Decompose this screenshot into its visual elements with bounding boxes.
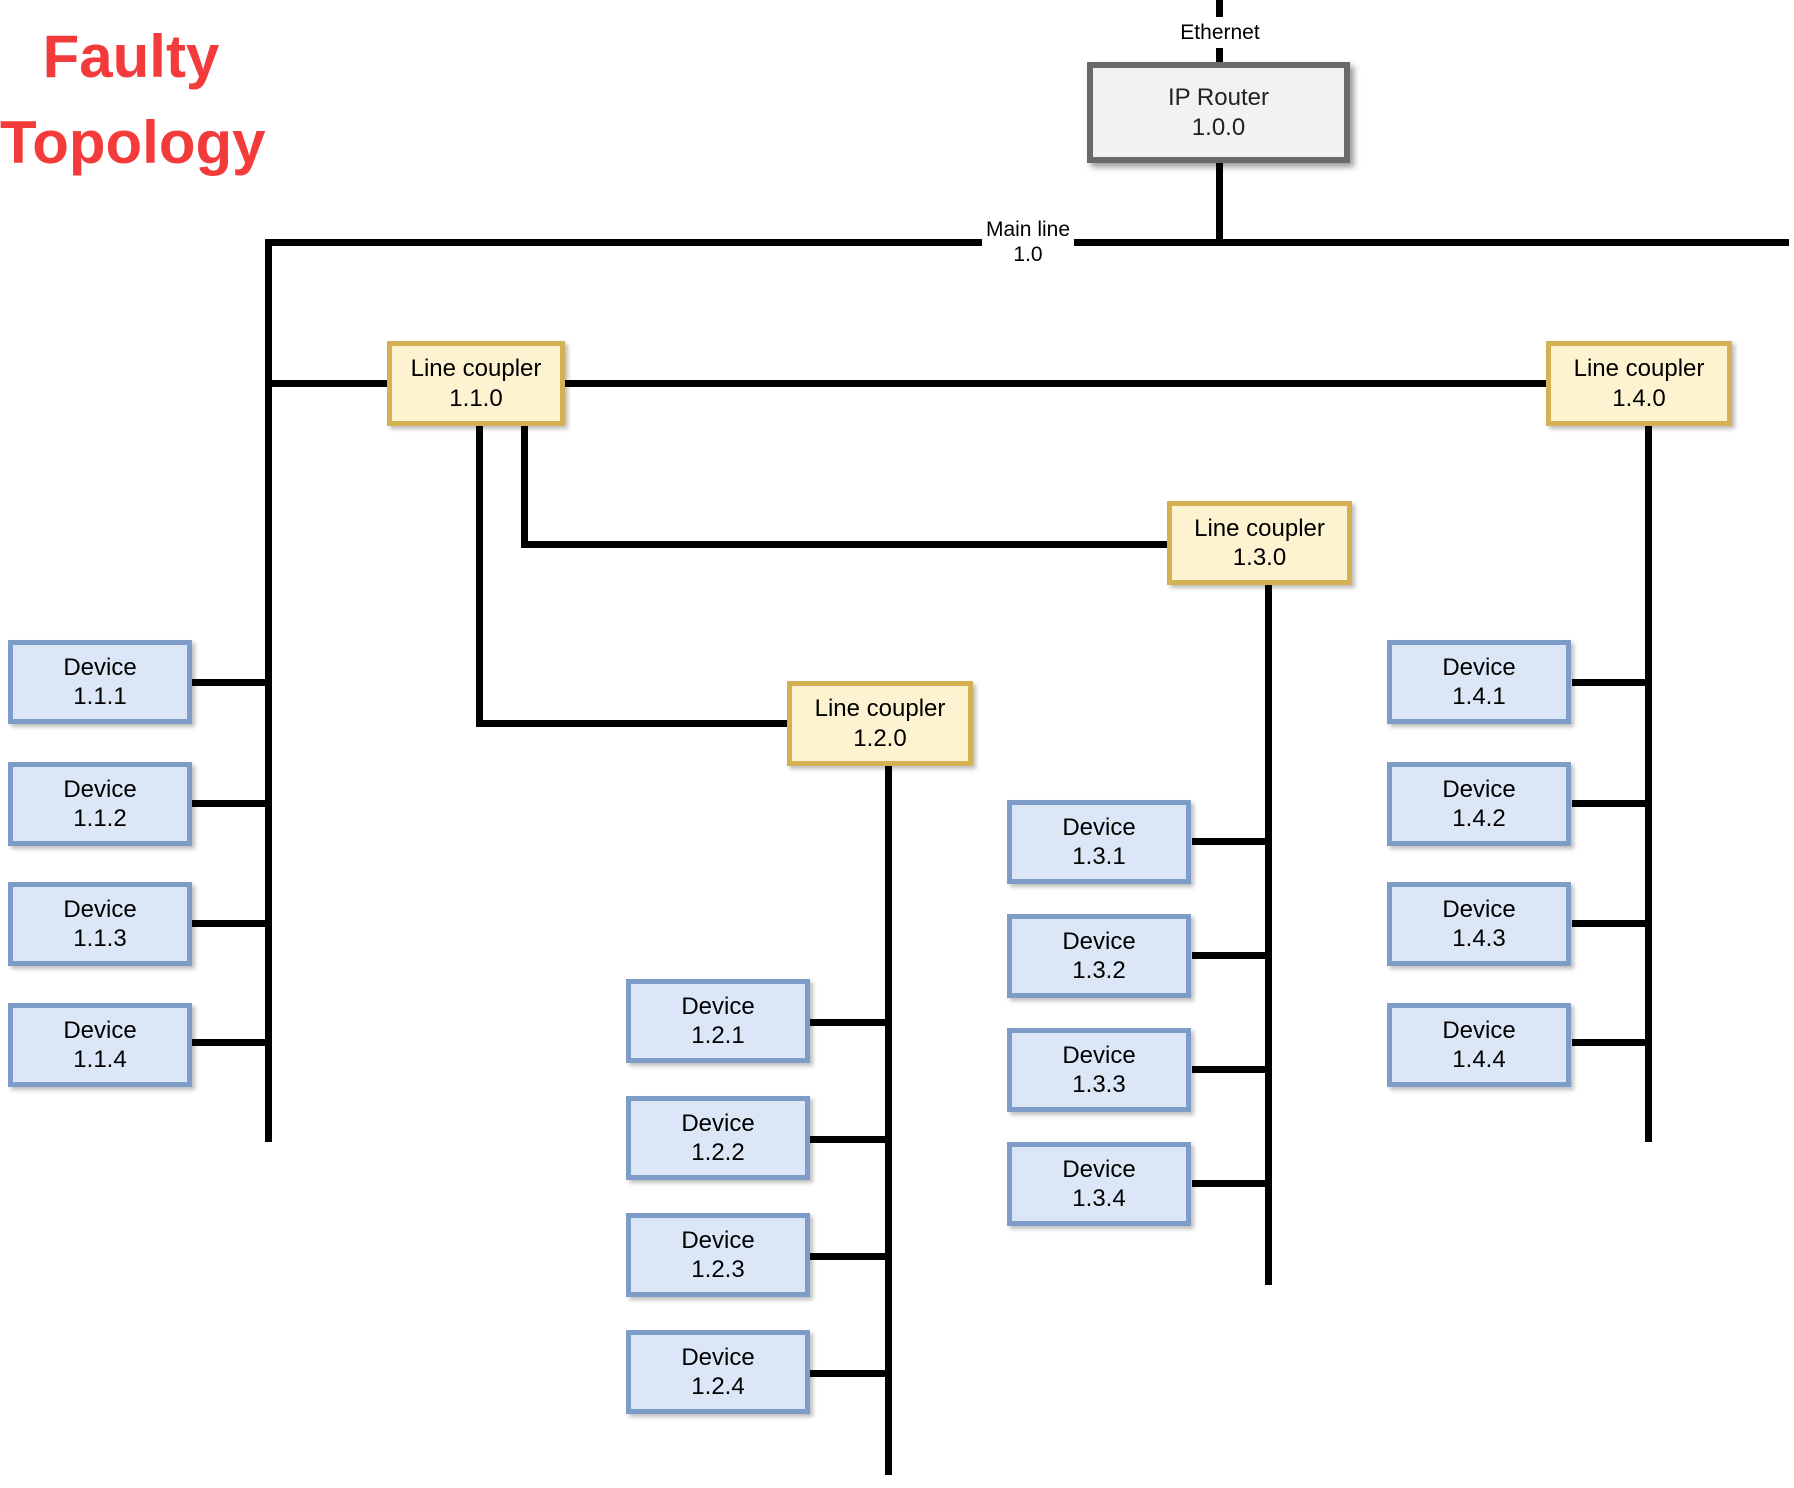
device-label: Device (681, 1226, 755, 1254)
device-address: 1.2.3 (691, 1256, 745, 1283)
line3-bus (1265, 585, 1272, 1285)
coupler-label: Line coupler (410, 355, 542, 383)
device-address: 1.2.4 (691, 1373, 745, 1400)
device-1-1-1: Device 1.1.1 (8, 640, 192, 724)
device-1-4-2-connector (1572, 800, 1648, 807)
device-1-3-2-connector (1192, 952, 1268, 959)
device-label: Device (1062, 927, 1136, 955)
device-1-3-3: Device 1.3.3 (1007, 1028, 1191, 1112)
device-address: 1.2.1 (691, 1022, 745, 1049)
device-label: Device (1442, 1016, 1516, 1044)
ip-router-address: 1.0.0 (1191, 113, 1246, 141)
device-1-1-3: Device 1.1.3 (8, 882, 192, 966)
device-1-2-2: Device 1.2.2 (626, 1096, 810, 1180)
device-1-3-1-connector (1192, 838, 1268, 845)
device-1-4-1: Device 1.4.1 (1387, 640, 1571, 724)
line-coupler-1-3-0: Line coupler 1.3.0 (1167, 501, 1352, 585)
device-1-3-4: Device 1.3.4 (1007, 1142, 1191, 1226)
coupler-address: 1.4.0 (1612, 384, 1666, 412)
coupler-address: 1.2.0 (853, 724, 907, 752)
device-address: 1.1.4 (73, 1046, 127, 1073)
device-label: Device (681, 992, 755, 1020)
line-coupler-1-2-0: Line coupler 1.2.0 (787, 681, 973, 766)
device-label: Device (1062, 1041, 1136, 1069)
device-1-3-4-connector (1192, 1180, 1268, 1187)
device-1-1-2-connector (192, 800, 268, 807)
device-address: 1.4.1 (1452, 683, 1506, 710)
device-label: Device (681, 1343, 755, 1371)
diagram-title-line2: Topology (0, 109, 266, 177)
device-address: 1.4.3 (1452, 925, 1506, 952)
coupler-110-to-140-line (565, 380, 1546, 387)
coupler-address: 1.1.0 (449, 384, 503, 412)
device-address: 1.3.1 (1072, 843, 1126, 870)
device-label: Device (1062, 1155, 1136, 1183)
device-label: Device (63, 895, 137, 923)
device-label: Device (1062, 813, 1136, 841)
device-label: Device (1442, 895, 1516, 923)
coupler-110-drop-left (476, 426, 483, 727)
line-coupler-1-4-0: Line coupler 1.4.0 (1546, 341, 1732, 426)
device-label: Device (63, 1016, 137, 1044)
device-1-2-1-connector (810, 1019, 888, 1026)
device-1-2-3: Device 1.2.3 (626, 1213, 810, 1297)
device-address: 1.1.2 (73, 805, 127, 832)
main-to-coupler-110-line (268, 380, 387, 387)
device-1-2-3-connector (810, 1253, 888, 1260)
ip-router-label: IP Router (1168, 84, 1269, 112)
line4-bus (1645, 426, 1652, 1142)
device-label: Device (1442, 775, 1516, 803)
device-1-3-1: Device 1.3.1 (1007, 800, 1191, 884)
main-line-label: Main line 1.0 (982, 216, 1074, 268)
diagram-title: Faulty Topology (0, 14, 266, 187)
device-1-3-2: Device 1.3.2 (1007, 914, 1191, 998)
device-1-1-4-connector (192, 1039, 268, 1046)
to-coupler-120-line (479, 720, 787, 727)
device-1-2-1: Device 1.2.1 (626, 979, 810, 1063)
device-address: 1.3.4 (1072, 1185, 1126, 1212)
coupler-label: Line coupler (1573, 355, 1705, 383)
device-1-2-4-connector (810, 1370, 888, 1377)
device-1-1-1-connector (192, 679, 268, 686)
device-1-2-4: Device 1.2.4 (626, 1330, 810, 1414)
device-1-4-2: Device 1.4.2 (1387, 762, 1571, 846)
device-label: Device (681, 1109, 755, 1137)
device-1-2-2-connector (810, 1136, 888, 1143)
device-address: 1.3.3 (1072, 1071, 1126, 1098)
device-1-1-4: Device 1.1.4 (8, 1003, 192, 1087)
diagram-title-line1: Faulty (42, 23, 220, 90)
line2-bus (885, 766, 892, 1475)
to-coupler-130-line (524, 541, 1167, 548)
device-label: Device (1442, 653, 1516, 681)
router-drop-line (1216, 163, 1223, 246)
main-line-number-text: 1.0 (1013, 243, 1043, 266)
line1-bus (265, 239, 272, 1142)
device-address: 1.2.2 (691, 1139, 745, 1166)
ethernet-label: Ethernet (1170, 17, 1270, 48)
ip-router-node: IP Router 1.0.0 (1087, 62, 1350, 163)
coupler-address: 1.3.0 (1232, 544, 1287, 571)
device-1-3-3-connector (1192, 1066, 1268, 1073)
device-1-4-4: Device 1.4.4 (1387, 1003, 1571, 1087)
device-address: 1.4.4 (1452, 1046, 1506, 1073)
device-address: 1.1.3 (73, 925, 127, 952)
coupler-label: Line coupler (814, 695, 946, 723)
coupler-label: Line coupler (1194, 514, 1325, 542)
device-1-4-3-connector (1572, 920, 1648, 927)
device-address: 1.4.2 (1452, 805, 1506, 832)
device-1-4-1-connector (1572, 679, 1648, 686)
device-label: Device (63, 775, 137, 803)
device-1-1-3-connector (192, 920, 268, 927)
coupler-110-drop-right (521, 426, 528, 548)
device-1-4-3: Device 1.4.3 (1387, 882, 1571, 966)
device-address: 1.3.2 (1072, 957, 1126, 984)
line-coupler-1-1-0: Line coupler 1.1.0 (387, 341, 565, 426)
main-line-label-text: Main line (985, 218, 1071, 241)
device-1-4-4-connector (1572, 1039, 1648, 1046)
device-1-1-2: Device 1.1.2 (8, 762, 192, 846)
device-label: Device (63, 653, 137, 681)
ethernet-label-text: Ethernet (1180, 21, 1260, 44)
device-address: 1.1.1 (73, 683, 127, 710)
